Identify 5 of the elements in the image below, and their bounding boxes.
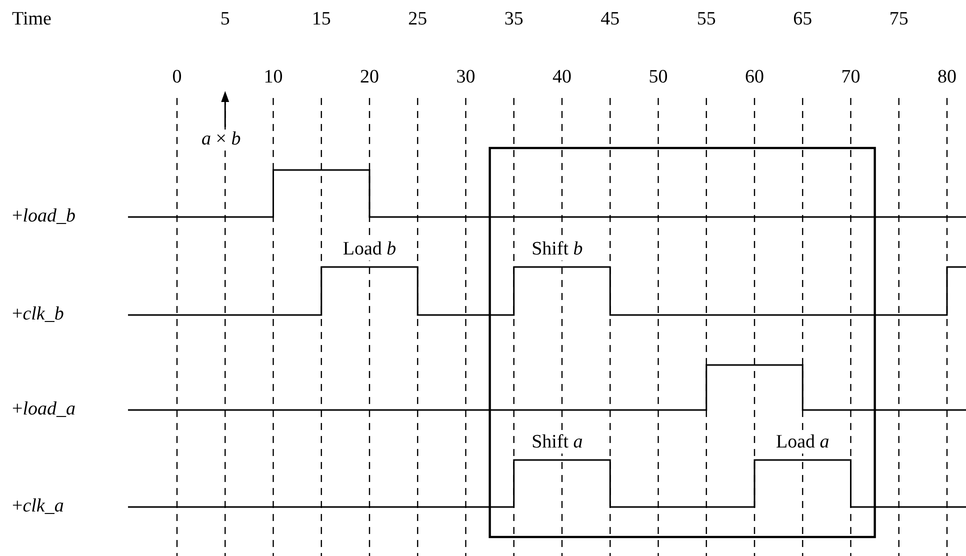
annotation-label: a × b — [200, 130, 243, 150]
pulse-label: Shift a — [530, 432, 585, 454]
pulse-label: Load a — [774, 432, 832, 454]
pulse-label: Load b — [340, 240, 398, 260]
pulse-label: Shift b — [530, 240, 585, 260]
